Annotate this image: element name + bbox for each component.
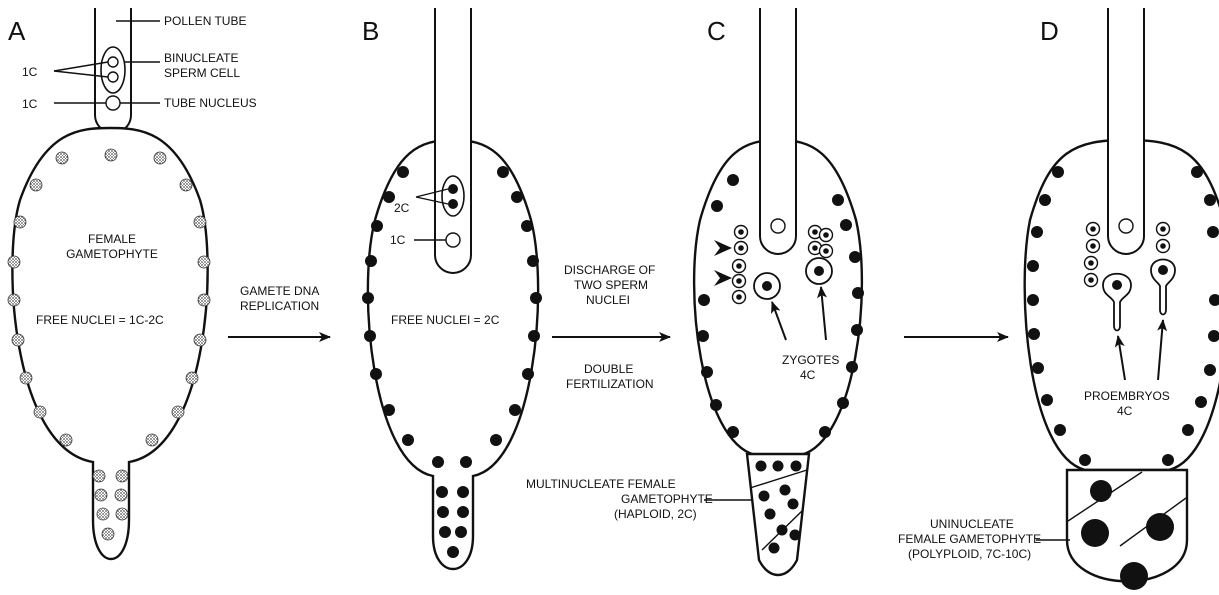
pollen-tube-c <box>760 8 796 254</box>
panel-label-a: A <box>8 16 26 46</box>
label-gametophyte: GAMETOPHYTE <box>66 247 158 261</box>
label-discharge-of: DISCHARGE OF <box>564 263 655 277</box>
sperm-nucleus <box>108 57 118 67</box>
label-haploid: (HAPLOID, 2C) <box>614 507 697 521</box>
label-pollen-tube: POLLEN TUBE <box>164 14 246 28</box>
tube-nucleus <box>106 96 120 110</box>
panel-d: D <box>898 8 1219 590</box>
tube-nucleus <box>1119 219 1133 233</box>
label-tube-nucleus: TUBE NUCLEUS <box>164 96 257 110</box>
label-uni-gametophyte: FEMALE GAMETOPHYTE <box>898 532 1041 546</box>
sperm-nucleus <box>448 184 458 194</box>
tube-nucleus <box>446 233 460 247</box>
label-multi-gametophyte: GAMETOPHYTE <box>621 492 713 506</box>
label-b-2c: 2C <box>394 201 410 215</box>
female-gametophyte-a <box>12 128 207 559</box>
label-uninucleate: UNINUCLEATE <box>930 517 1014 531</box>
label-female: FEMALE <box>88 232 136 246</box>
label-sperm-cell: SPERM CELL <box>164 66 240 80</box>
label-free-nuclei-b: FREE NUCLEI = 2C <box>391 313 500 327</box>
panel-label-d: D <box>1040 16 1059 46</box>
tube-nucleus <box>771 219 785 233</box>
label-polyploid: (POLYPLOID, 7C-10C) <box>908 547 1031 561</box>
sperm-nucleus <box>448 199 458 209</box>
panel-label-c: C <box>707 16 726 46</box>
label-binucleate: BINUCLEATE <box>164 51 238 65</box>
label-proembryos: PROEMBRYOS <box>1084 389 1170 403</box>
label-b-1c: 1C <box>390 233 406 247</box>
label-zygotes-4c: 4C <box>800 368 816 382</box>
label-two-sperm: TWO SPERM <box>574 278 648 292</box>
arrow-a-to-b: GAMETE DNA REPLICATION <box>228 284 330 337</box>
label-multinucleate: MULTINUCLEATE FEMALE <box>526 477 676 491</box>
label-zygotes: ZYGOTES <box>782 353 839 367</box>
panel-b: B 2C 1C <box>362 8 542 569</box>
label-double: DOUBLE <box>584 362 633 376</box>
label-nuclei: NUCLEI <box>586 293 630 307</box>
panel-a: A POLLEN TUBE BINUCLEATE SPERM CELL TUBE… <box>8 8 257 559</box>
label-replication: REPLICATION <box>240 299 319 313</box>
label-sperm-1c: 1C <box>22 65 38 79</box>
arrow-b-to-c: DISCHARGE OF TWO SPERM NUCLEI DOUBLE FER… <box>552 263 670 391</box>
panel-label-b: B <box>362 16 379 46</box>
label-fertilization: FERTILIZATION <box>566 377 654 391</box>
label-gamete-dna: GAMETE DNA <box>240 284 319 298</box>
label-tube-1c: 1C <box>22 97 38 111</box>
label-free-nuclei-a: FREE NUCLEI = 1C-2C <box>36 313 164 327</box>
sperm-nucleus <box>108 72 118 82</box>
pollen-tube-d <box>1108 8 1144 254</box>
label-proembryos-4c: 4C <box>1117 404 1133 418</box>
